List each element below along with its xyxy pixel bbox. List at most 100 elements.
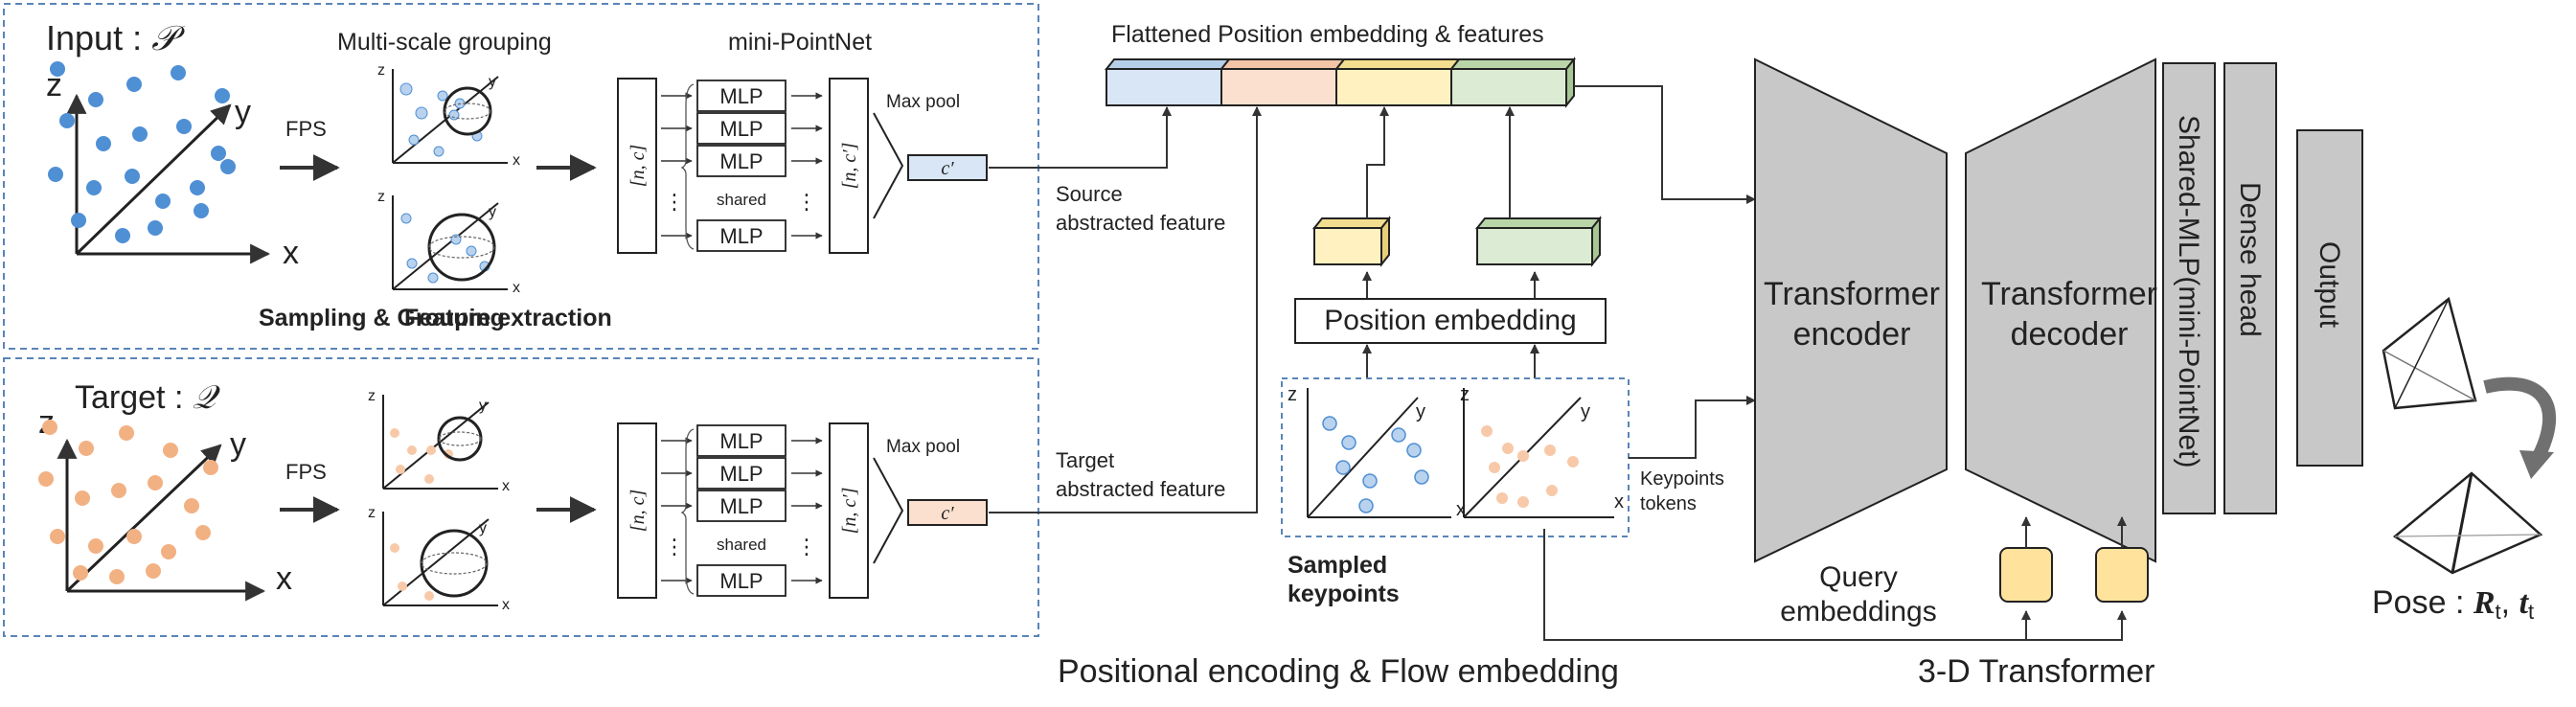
- point: [176, 119, 192, 134]
- point: [126, 529, 142, 544]
- svg-text:MLP: MLP: [719, 569, 763, 593]
- svg-text:x: x: [1614, 491, 1624, 513]
- svg-text:[n, c]: [n, c]: [627, 145, 649, 187]
- source-feature-box: [907, 154, 988, 181]
- target-feature-label: Target: [1056, 448, 1114, 472]
- point: [220, 159, 236, 174]
- point: [146, 563, 161, 579]
- svg-text:decoder: decoder: [2011, 316, 2129, 353]
- svg-text:y: y: [489, 74, 496, 90]
- shared-mlp-label: Shared-MLP(mini-PointNet): [2173, 115, 2204, 468]
- sampled-keypoints-label: Sampled: [1288, 552, 1387, 579]
- svg-text:⋮: ⋮: [664, 535, 685, 559]
- output-block: [2296, 129, 2363, 467]
- pose-label: Pose : Rt, tt: [2372, 584, 2534, 624]
- svg-text:MLP: MLP: [719, 494, 763, 518]
- multiscale-grouping-label: Multi-scale grouping: [337, 29, 552, 56]
- svg-text:z: z: [1460, 384, 1470, 405]
- svg-text:⋮: ⋮: [664, 190, 685, 214]
- sampled-keypoints: z x y z x y: [1281, 377, 1630, 537]
- point: [125, 169, 140, 184]
- svg-text:[n, c′]: [n, c′]: [839, 143, 860, 190]
- grouping-small-scale: z x y: [377, 62, 520, 169]
- target-title: Target : 𝒬: [75, 379, 221, 416]
- flattened-embedding-label: Flattened Position embedding & features: [1111, 21, 1544, 48]
- point: [59, 113, 75, 128]
- target-maxpool-label: Max pool: [886, 437, 960, 457]
- axis-y-label: y: [235, 94, 251, 130]
- svg-text:encoder: encoder: [1793, 316, 1911, 353]
- target-panel: Target : 𝒬 z x y FPS z x y: [3, 357, 1039, 637]
- transformer-decoder-label: Transformer: [1981, 276, 2157, 312]
- svg-text:x: x: [502, 478, 510, 494]
- point: [203, 460, 218, 475]
- svg-text:⋮: ⋮: [796, 190, 817, 214]
- sampling-grouping-label: Sampling & Grouping: [259, 305, 505, 331]
- position-embedding-box: [1294, 298, 1607, 344]
- output-label: Output: [2314, 241, 2345, 329]
- point: [195, 525, 211, 540]
- svg-text:z: z: [1288, 384, 1297, 405]
- input-panel: Input : 𝒫 z x y FPS Multi-scale grouping…: [3, 3, 1039, 350]
- svg-text:keypoints: keypoints: [1288, 581, 1400, 607]
- svg-text:x: x: [276, 560, 292, 597]
- input-title: Input : 𝒫: [46, 18, 186, 57]
- point: [184, 498, 199, 513]
- svg-text:MLP: MLP: [719, 117, 763, 141]
- point: [132, 126, 148, 142]
- target-mlp-stack: MLP MLP MLP MLP shared ⋮ ⋮: [661, 424, 823, 597]
- point: [42, 420, 57, 435]
- query-embedding-boxes: [1999, 516, 2149, 641]
- point: [190, 180, 205, 195]
- target-feature-box: [907, 499, 988, 526]
- point: [115, 228, 130, 243]
- point: [38, 471, 54, 487]
- svg-text:z: z: [368, 505, 376, 521]
- svg-text:z: z: [368, 388, 376, 404]
- point: [79, 441, 94, 456]
- svg-text:z: z: [377, 62, 385, 79]
- input-panel-border: [3, 3, 1039, 350]
- point: [215, 88, 230, 103]
- point: [119, 425, 134, 441]
- point: [148, 475, 163, 490]
- query-embeddings-label: Query: [1819, 561, 1898, 593]
- svg-text:abstracted feature: abstracted feature: [1056, 211, 1225, 235]
- point: [161, 544, 176, 559]
- svg-text:shared: shared: [717, 536, 766, 554]
- target-fps-label: FPS: [285, 460, 327, 484]
- svg-text:shared: shared: [717, 191, 766, 209]
- keypoints-tokens-label: Keypoints: [1640, 468, 1724, 490]
- svg-text:x: x: [513, 280, 520, 296]
- feature-extraction-label: Feature extraction: [404, 305, 612, 331]
- pose-shapes: [2382, 296, 2543, 575]
- point: [88, 92, 103, 107]
- svg-text:x: x: [513, 152, 520, 169]
- target-grouping-large: z x y: [368, 505, 510, 613]
- mini-pointnet-label: mini-PointNet: [728, 29, 872, 56]
- dense-head-label: Dense head: [2234, 182, 2266, 337]
- flattened-embedding: Flattened Position embedding & features: [1104, 21, 1577, 108]
- transformer-decoder: Transformer decoder: [1965, 57, 2157, 563]
- shared-mlp-block: [2162, 62, 2216, 514]
- input-ncp-box: [829, 78, 869, 254]
- svg-text:z: z: [377, 189, 385, 205]
- svg-text:abstracted feature: abstracted feature: [1056, 477, 1225, 501]
- target-maxpool-shape: [873, 457, 904, 564]
- point: [163, 443, 178, 458]
- target-ncp-box: [829, 422, 869, 599]
- svg-text:y: y: [479, 520, 487, 536]
- target-grouping-small: z x y: [368, 388, 510, 494]
- point: [148, 220, 163, 236]
- svg-text:y: y: [489, 204, 496, 220]
- point: [126, 77, 142, 92]
- svg-text:⋮: ⋮: [796, 535, 817, 559]
- keypoints-to-encoder-arrow: [1629, 396, 1756, 459]
- svg-text:y: y: [1416, 401, 1425, 422]
- svg-text:MLP: MLP: [719, 84, 763, 108]
- dense-head-block: [2223, 62, 2277, 514]
- transformer-encoder-label: Transformer: [1764, 276, 1940, 312]
- svg-text:MLP: MLP: [719, 429, 763, 453]
- point: [211, 146, 226, 161]
